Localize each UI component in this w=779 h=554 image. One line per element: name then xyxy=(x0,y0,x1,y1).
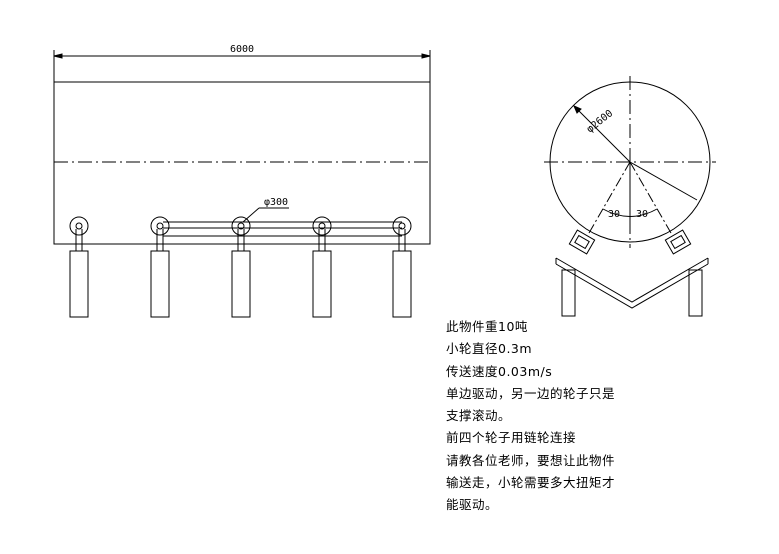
length-label: 6000 xyxy=(230,44,254,55)
note-line-2: 小轮直径0.3m xyxy=(446,341,533,357)
note-line-1: 此物件重10吨 xyxy=(446,319,528,334)
roller-3 xyxy=(231,216,251,318)
roller-4 xyxy=(312,216,332,318)
v-support xyxy=(555,257,709,317)
note-line-3: 传送速度0.03m/s xyxy=(446,363,553,379)
note-line-5: 支撑滚动。 xyxy=(446,408,512,424)
side-view xyxy=(53,50,431,318)
notes-block: 此物件重10吨 小轮直径0.3m 传送速度0.03m/s 单边驱动，另一边的轮子… xyxy=(446,316,646,517)
length-dimension xyxy=(53,50,431,82)
roller-1 xyxy=(69,216,89,318)
end-view xyxy=(544,76,716,317)
roller-5 xyxy=(392,216,412,318)
angle-left-label: 30 xyxy=(608,209,620,220)
angle-right-label: 30 xyxy=(636,209,648,220)
left-bearing xyxy=(568,229,596,255)
note-line-6: 前四个轮子用链轮连接 xyxy=(446,430,577,446)
roller-diameter-label: φ300 xyxy=(264,197,288,208)
right-bearing xyxy=(664,229,692,255)
cylinder-body xyxy=(53,81,431,245)
note-line-9: 能驱动。 xyxy=(446,497,499,513)
roller-diameter-leader xyxy=(242,207,289,223)
roller-2 xyxy=(150,216,170,318)
note-line-7: 请教各位老师，要想让此物件 xyxy=(446,452,616,468)
note-line-8: 输送走，小轮需要多大扭矩才 xyxy=(446,475,616,491)
chain-link xyxy=(163,221,402,237)
note-line-4: 单边驱动，另一边的轮子只是 xyxy=(446,385,616,401)
